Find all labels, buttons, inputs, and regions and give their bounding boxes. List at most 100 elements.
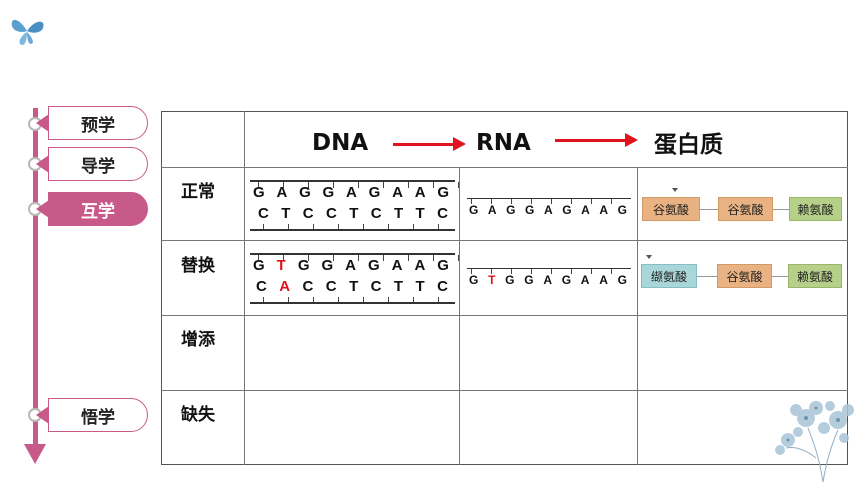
base: A (414, 184, 426, 201)
dna-ticks (263, 224, 453, 230)
marker-triangle-icon (646, 255, 652, 259)
base: A (345, 184, 357, 201)
nav-tab-label: 互学 (81, 201, 115, 222)
base: A (543, 273, 552, 287)
row-label-substitution: 替换 (181, 256, 215, 276)
nav-tab-huxue[interactable]: 互学 (36, 192, 148, 226)
base: G (437, 257, 449, 274)
rna-strand-substitution: G T G G A G A A G (469, 273, 627, 287)
dna-ticks (258, 255, 463, 261)
base: G (469, 273, 479, 287)
nav-tab-daoxue[interactable]: 导学 (36, 147, 148, 181)
dna-backbone (250, 229, 455, 231)
base: G (297, 257, 310, 274)
nav-tab-label: 预学 (81, 115, 115, 136)
amino-acid-block: 谷氨酸 (718, 197, 773, 221)
row-divider (161, 167, 848, 168)
rna-backbone (467, 268, 631, 269)
col-divider (459, 167, 460, 465)
mutated-base: A (279, 278, 291, 295)
base: C (258, 205, 269, 222)
base: A (392, 184, 403, 201)
base: T (281, 205, 291, 222)
base: T (349, 278, 359, 295)
base: G (368, 184, 381, 201)
rna-backbone (467, 198, 631, 199)
base: T (393, 205, 404, 222)
timeline-track (33, 108, 38, 446)
flower-decoration-icon (775, 401, 854, 483)
base: G (524, 273, 534, 287)
header-protein: 蛋白质 (654, 132, 723, 158)
nav-tab-label: 导学 (81, 156, 115, 177)
base: G (253, 257, 265, 274)
base: A (345, 257, 356, 274)
row-label-normal: 正常 (181, 182, 215, 202)
base: G (321, 257, 334, 274)
col-divider (637, 167, 638, 465)
row-divider (161, 315, 848, 316)
dna-backbone (250, 180, 455, 182)
base: G (253, 184, 265, 201)
dna-ticks (258, 182, 463, 188)
mutated-base: T (276, 257, 286, 274)
base: G (506, 203, 516, 217)
rna-ticks (471, 269, 631, 274)
col-divider (244, 111, 245, 465)
header-dna: DNA (312, 130, 369, 156)
base: T (415, 278, 425, 295)
row-divider (161, 390, 848, 391)
base: A (391, 257, 403, 274)
dna-top-strand-normal: G A G G A G A A G (253, 184, 449, 201)
row-label-insertion: 增添 (181, 330, 215, 350)
base: A (599, 273, 608, 287)
dna-ticks (263, 297, 453, 303)
row-label-deletion: 缺失 (181, 405, 215, 425)
base: A (580, 273, 590, 287)
arrow-right-icon (393, 137, 466, 151)
base: G (617, 203, 627, 217)
nav-tab-yuxue[interactable]: 预学 (36, 106, 148, 140)
base: A (276, 184, 288, 201)
base: A (414, 257, 426, 274)
base: C (256, 278, 267, 295)
peptide-bond (700, 209, 720, 210)
base: A (543, 203, 553, 217)
mutation-table (161, 111, 848, 465)
base: C (437, 205, 448, 222)
amino-acid-block: 谷氨酸 (642, 197, 700, 221)
mutated-base: T (488, 273, 496, 287)
amino-acid-block: 缬氨酸 (641, 264, 697, 288)
base: T (349, 205, 359, 222)
peptide-bond (772, 209, 790, 210)
amino-acid-block: 赖氨酸 (788, 264, 842, 288)
base: G (505, 273, 515, 287)
peptide-bond (697, 276, 717, 277)
base: G (469, 203, 479, 217)
base: C (370, 205, 382, 222)
base: A (487, 203, 497, 217)
base: G (299, 184, 311, 201)
peptide-bond (772, 276, 790, 277)
rna-ticks (471, 199, 631, 204)
base: C (325, 278, 337, 295)
timeline-arrow-down-icon (24, 444, 46, 464)
nav-tab-label: 悟学 (81, 407, 115, 428)
base: C (437, 278, 448, 295)
row-divider (161, 240, 848, 241)
base: C (370, 278, 382, 295)
dna-backbone (250, 302, 455, 304)
base: G (525, 203, 535, 217)
nav-tab-wuxue[interactable]: 悟学 (36, 398, 148, 432)
butterfly-logo-icon (11, 19, 44, 45)
rna-strand-normal: G A G G A G A A G (469, 203, 627, 217)
amino-acid-block: 赖氨酸 (789, 197, 842, 221)
base: A (599, 203, 608, 217)
base: G (561, 273, 572, 287)
header-rna: RNA (476, 130, 531, 156)
base: G (367, 257, 380, 274)
base: T (393, 278, 404, 295)
base: C (325, 205, 337, 222)
marker-triangle-icon (672, 188, 678, 192)
dna-bottom-strand-substitution: C A C C T C T T C (256, 278, 448, 295)
